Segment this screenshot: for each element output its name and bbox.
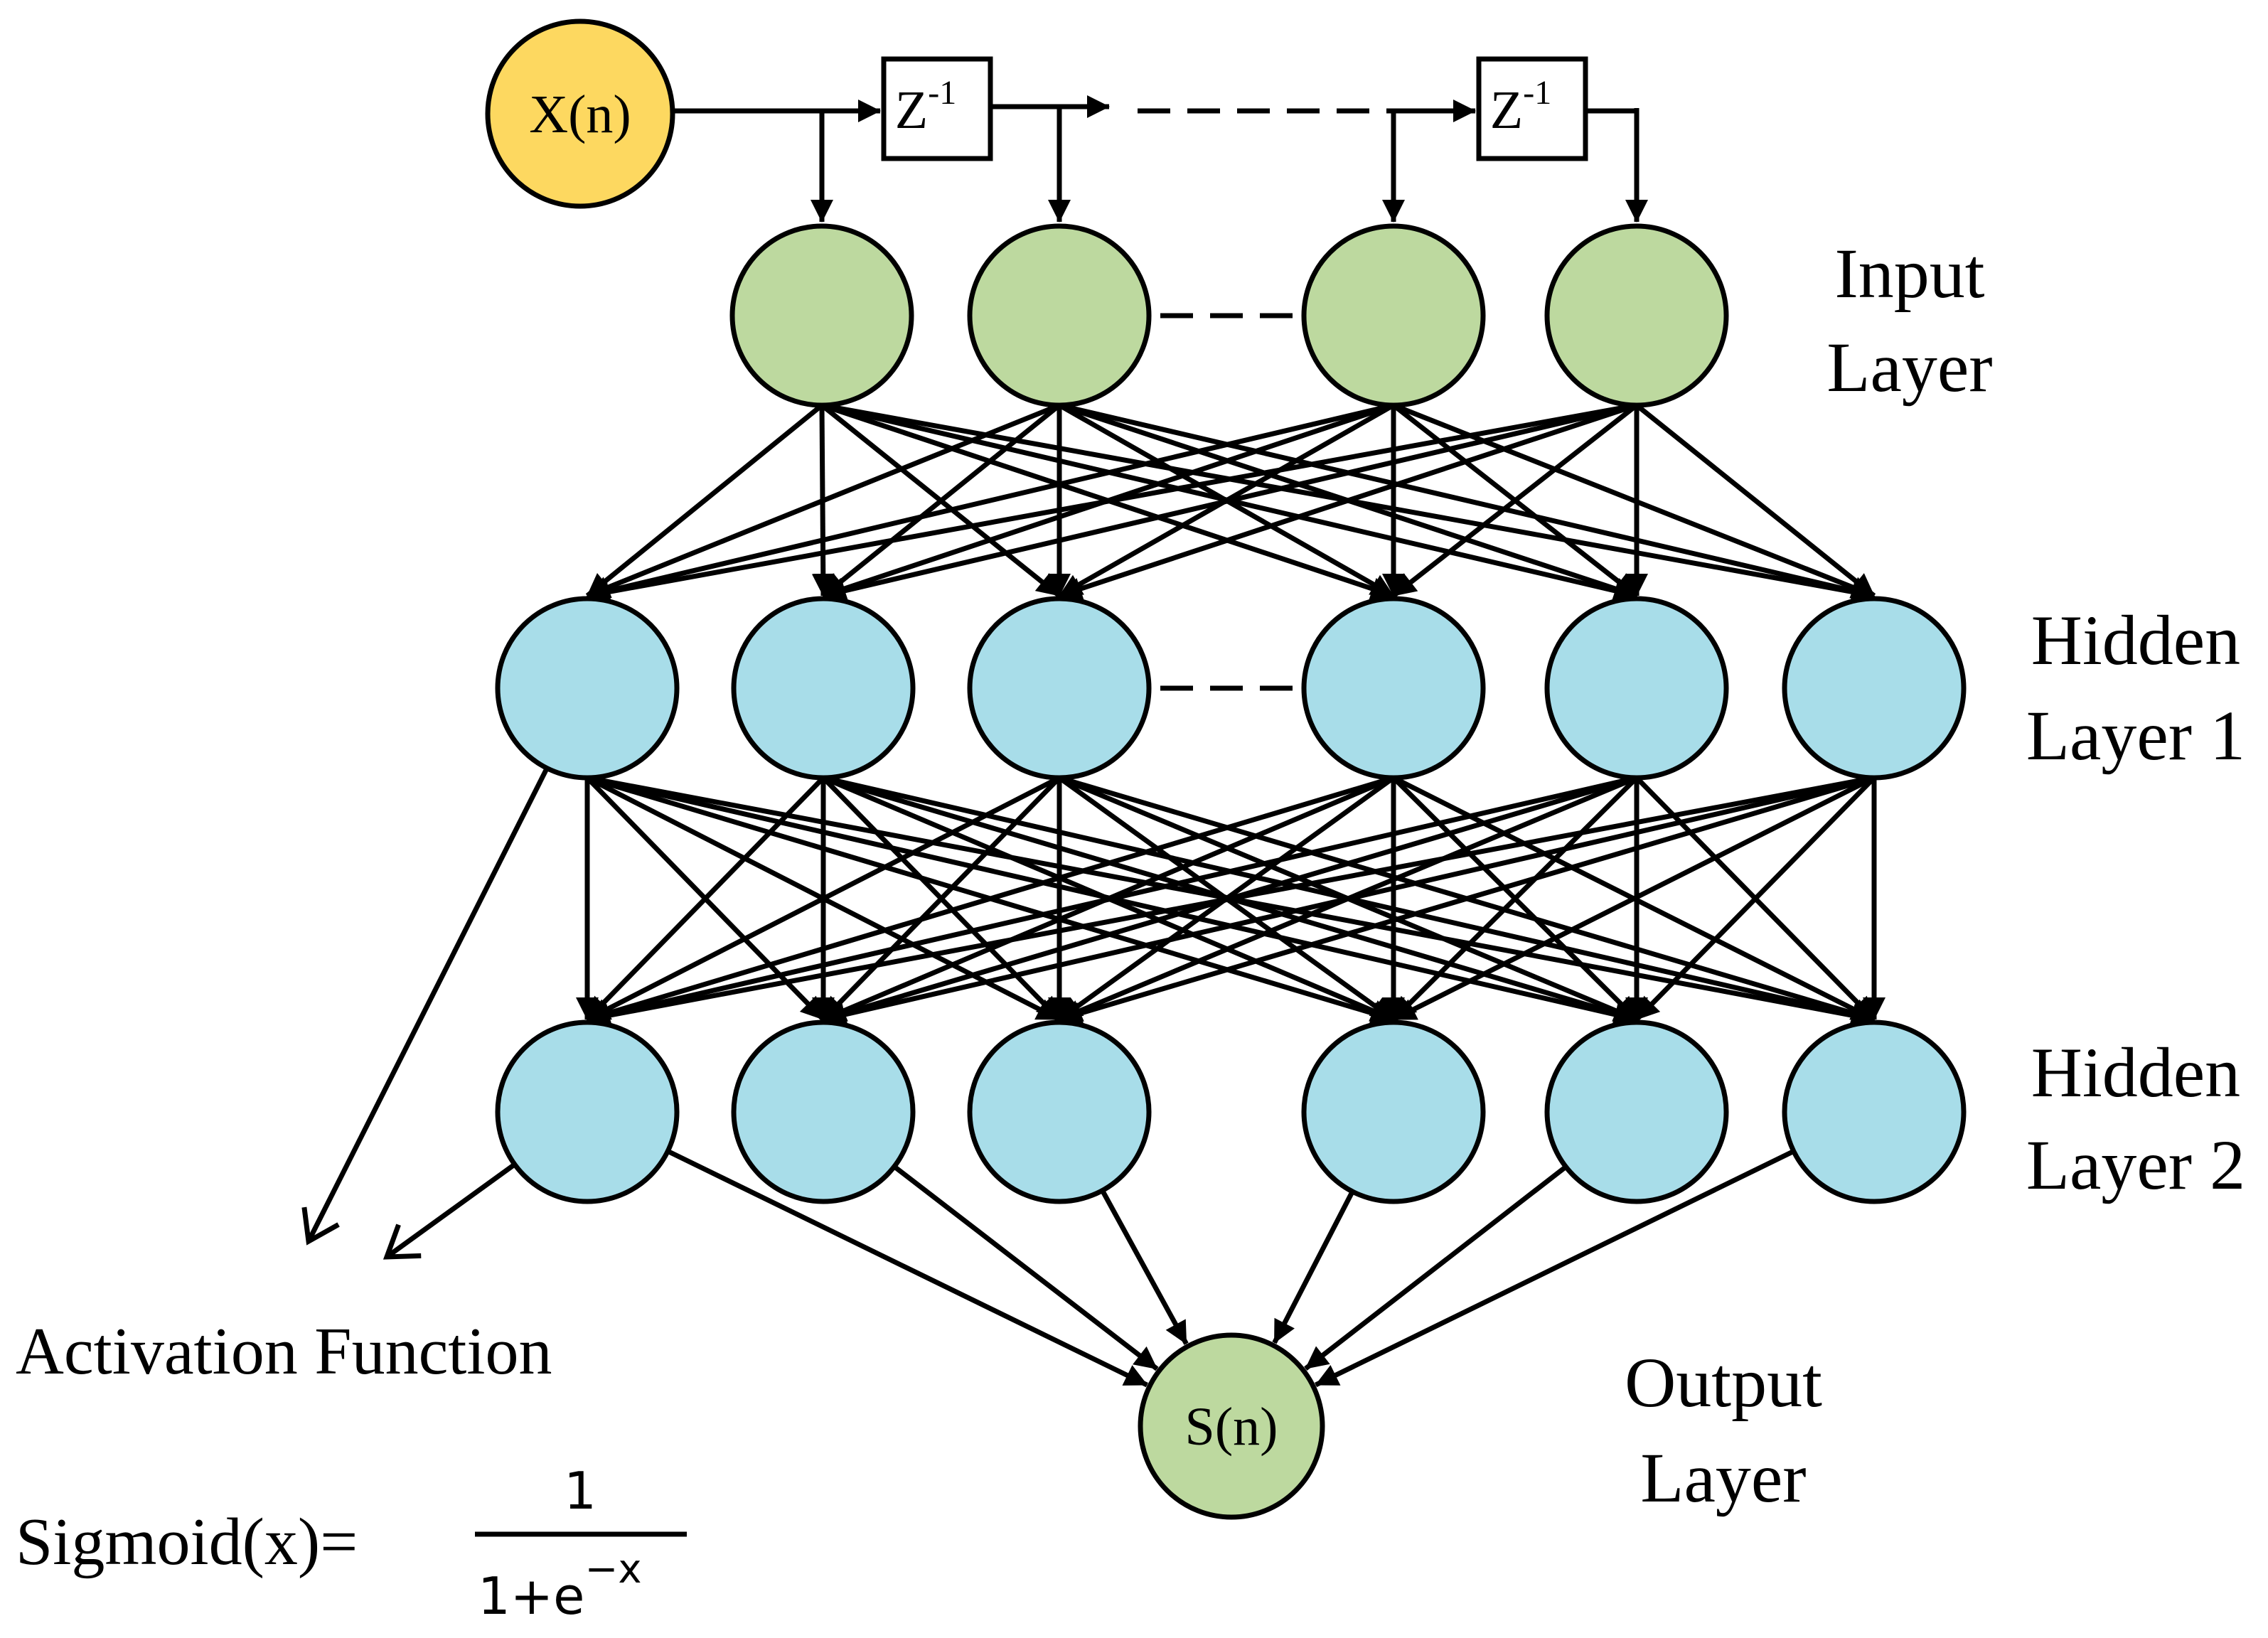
- arrow-input-3-to-hidden1-1: [587, 402, 1394, 602]
- input-layer-label-line2: Layer: [1826, 328, 1992, 407]
- source-node: X(n): [485, 18, 675, 209]
- arrow-input-4-to-hidden1-2: [823, 402, 1637, 602]
- arrow-hidden2-4-to-output: [1272, 1190, 1355, 1344]
- arrow-hidden1-6-to-hidden2-4: [1392, 775, 1876, 1022]
- arrow-input-2-to-hidden1-2: [821, 403, 1061, 598]
- input-neuron-4: [1544, 223, 1729, 408]
- hidden1-neuron-4: [1301, 596, 1486, 781]
- arrow-hidden1-6-to-hidden2-1: [587, 775, 1875, 1027]
- output-circle: [1138, 1332, 1325, 1520]
- delay-box-1-label: Z-1: [895, 74, 956, 140]
- delay-box-2-superscript: -1: [1523, 74, 1551, 112]
- arrow-input-1-to-hidden1-1: [585, 403, 824, 598]
- hidden2-neuron-3: [967, 1019, 1152, 1204]
- arrow-hidden1-6-to-hidden2-5: [1635, 776, 1876, 1022]
- output-label: S(n): [1185, 1397, 1278, 1457]
- sigmoid-lhs: Sigmoid(x)=: [16, 1505, 358, 1579]
- neurons: [495, 223, 1967, 1204]
- activation-pointer-hidden1: [301, 687, 590, 1246]
- hidden-layer-2-label-line1: Hidden: [2031, 1033, 2240, 1112]
- hidden1-neuron-5: [1544, 596, 1729, 781]
- output-layer-label-line2: Layer: [1640, 1438, 1806, 1517]
- arrow-hidden1-5-to-hidden2-4: [1391, 776, 1639, 1022]
- arrow-input-2-to-hidden1-6: [1059, 402, 1875, 602]
- delay-box-1-rect: [881, 56, 993, 161]
- output-layer-label-line1: Output: [1625, 1343, 1822, 1422]
- arrow-input-4-to-hidden1-4: [1391, 403, 1639, 598]
- arrow-hidden1-2-to-hidden2-1: [585, 776, 825, 1022]
- hidden2-neuron-4: [1301, 1019, 1486, 1204]
- hidden1-neuron-3: [967, 596, 1152, 781]
- sigmoid-denominator: 1+e−x: [478, 1546, 642, 1626]
- arrow-input-4-to-hidden1-3: [1058, 402, 1638, 600]
- input-neuron-1: [729, 223, 914, 408]
- delay-box-2-label: Z-1: [1490, 74, 1551, 140]
- source-circle: [485, 18, 675, 209]
- arrow-hidden1-6-to-hidden2-3: [1059, 775, 1875, 1024]
- arrow-hidden1-4-to-hidden2-1: [586, 775, 1395, 1024]
- activation-function-title: Activation Function: [16, 1315, 552, 1388]
- hidden2-neuron-1: [495, 1019, 680, 1204]
- sigmoid-exponent: −x: [584, 1546, 641, 1592]
- source-label: X(n): [529, 85, 631, 144]
- sigmoid-numerator: 1: [564, 1461, 597, 1521]
- input-neuron-3: [1301, 223, 1486, 408]
- arrow-hidden1-3-to-hidden2-1: [586, 775, 1061, 1022]
- tapped-delay-line: [673, 95, 1648, 223]
- arrow-hidden2-5-to-output: [1304, 1165, 1568, 1371]
- arrow-hidden1-3-to-hidden2-2: [821, 776, 1061, 1022]
- arrow-hidden1-5-to-hidden2-1: [587, 775, 1637, 1026]
- hidden1-neuron-1: [495, 596, 680, 781]
- arrow-input-4-to-hidden1-6: [1635, 403, 1876, 598]
- arrow-input-4-to-hidden1-1: [587, 402, 1637, 604]
- delay-box-1-superscript: -1: [928, 74, 956, 112]
- hidden2-neuron-6: [1782, 1019, 1967, 1204]
- arrow-hidden2-2-to-output: [892, 1165, 1159, 1371]
- delay-box-2-rect: [1476, 56, 1588, 161]
- arrow-hidden2-3-to-output: [1100, 1189, 1189, 1345]
- input-neuron-2: [967, 223, 1152, 408]
- arrow-hidden1-6-to-hidden2-2: [823, 775, 1875, 1026]
- arrow-hidden2-1-to-output: [666, 1149, 1148, 1388]
- hidden2-neuron-5: [1544, 1019, 1729, 1204]
- hidden2-neuron-2: [731, 1019, 916, 1204]
- arrow-input-2-to-hidden1-1: [586, 402, 1061, 599]
- hidden1-neuron-6: [1782, 596, 1967, 781]
- delay-box-2: Z-1: [1476, 56, 1588, 161]
- connection-arrows: [301, 402, 1885, 1388]
- hidden-layer-1-label-line2: Layer 1: [2026, 696, 2245, 775]
- hidden-layer-2-label-line2: Layer 2: [2026, 1125, 2245, 1204]
- input-layer-label-line1: Input: [1834, 234, 1984, 313]
- arrow-hidden2-6-to-output: [1315, 1149, 1795, 1388]
- hidden-layer-1-label-line1: Hidden: [2031, 601, 2240, 680]
- delay-box-1: Z-1: [881, 56, 993, 161]
- hidden1-neuron-2: [731, 596, 916, 781]
- output-node: S(n): [1138, 1332, 1325, 1520]
